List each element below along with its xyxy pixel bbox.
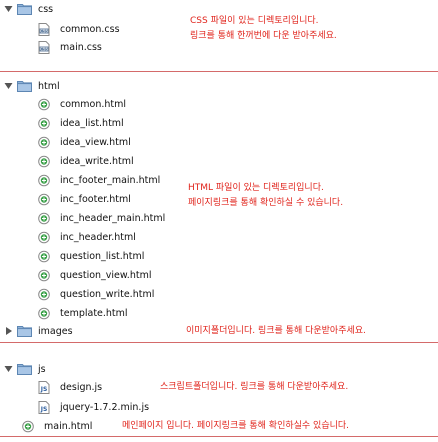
file-name: jquery-1.7.2.min.js (60, 401, 150, 413)
file-row[interactable]: question_list.html (38, 247, 144, 265)
file-name: question_list.html (60, 250, 145, 262)
folder-label: images (38, 325, 73, 337)
css-file-icon (38, 41, 50, 54)
file-name: design.js (60, 381, 103, 393)
disclosure-expanded-icon[interactable] (4, 81, 13, 91)
file-row[interactable]: main.css (38, 38, 102, 56)
file-name: question_write.html (60, 288, 155, 300)
html-file-icon (38, 155, 50, 168)
file-name: inc_footer.html (60, 193, 131, 205)
folder-label: css (38, 3, 54, 15)
images-note: 이미지폴더입니다. 링크를 통해 다운받아주세요. (186, 326, 366, 336)
html-file-icon (38, 174, 50, 187)
section-divider (0, 342, 438, 343)
folder-html[interactable]: html (4, 77, 60, 95)
folder-icon (17, 80, 32, 92)
html-file-icon (38, 250, 50, 263)
html-file-icon (38, 288, 50, 301)
html-note: HTML 파일이 있는 디렉토리입니다. 페이지링크를 통해 확인하실 수 있습… (188, 181, 343, 211)
section-divider (0, 71, 438, 72)
file-row[interactable]: inc_footer.html (38, 190, 131, 208)
file-row[interactable]: common.css (38, 20, 120, 38)
note-line: CSS 파일이 있는 디렉토리입니다. (190, 16, 319, 26)
file-row[interactable]: template.html (38, 304, 128, 322)
folder-label: html (38, 80, 60, 92)
file-row-main[interactable]: main.html (22, 417, 92, 435)
note-line: HTML 파일이 있는 디렉토리입니다. (188, 183, 324, 193)
disclosure-expanded-icon[interactable] (4, 4, 13, 14)
file-name: idea_write.html (60, 155, 134, 167)
folder-js[interactable]: js (4, 360, 46, 378)
folder-images[interactable]: images (4, 322, 73, 340)
folder-icon (17, 325, 32, 337)
disclosure-expanded-icon[interactable] (4, 364, 13, 374)
html-file-icon (22, 420, 34, 433)
file-name: idea_view.html (60, 136, 131, 148)
note-line: 링크를 통해 한꺼번에 다운 받아주세요. (190, 31, 337, 41)
folder-icon (17, 3, 32, 15)
html-file-icon (38, 269, 50, 282)
note-line: 페이지링크를 통해 확인하실 수 있습니다. (188, 198, 344, 208)
file-name: inc_footer_main.html (60, 174, 161, 186)
folder-icon (17, 363, 32, 375)
file-name: main.html (44, 420, 93, 432)
folder-css[interactable]: css (4, 0, 53, 18)
disclosure-collapsed-icon[interactable] (4, 326, 13, 336)
file-row[interactable]: inc_footer_main.html (38, 171, 160, 189)
file-name: question_view.html (60, 269, 152, 281)
file-row[interactable]: inc_header.html (38, 228, 136, 246)
file-name: common.css (60, 23, 120, 35)
css-note: CSS 파일이 있는 디렉토리입니다. 링크를 통해 한꺼번에 다운 받아주세요… (190, 14, 337, 44)
file-row[interactable]: common.html (38, 95, 126, 113)
file-name: template.html (60, 307, 128, 319)
main-note: 메인페이지 입니다. 페이지링크를 통해 확인하실수 있습니다. (122, 421, 350, 431)
js-file-icon (38, 381, 50, 394)
file-name: idea_list.html (60, 117, 124, 129)
folder-label: js (38, 363, 46, 375)
file-name: inc_header_main.html (60, 212, 166, 224)
file-row[interactable]: idea_write.html (38, 152, 134, 170)
html-file-icon (38, 307, 50, 320)
html-file-icon (38, 98, 50, 111)
html-file-icon (38, 117, 50, 130)
file-row[interactable]: idea_list.html (38, 114, 124, 132)
file-name: common.html (60, 98, 127, 110)
file-row[interactable]: design.js (38, 378, 102, 396)
file-row[interactable]: question_write.html (38, 285, 154, 303)
html-file-icon (38, 193, 50, 206)
file-row[interactable]: idea_view.html (38, 133, 131, 151)
js-note: 스크립트폴더입니다. 링크를 통해 다운받아주세요. (160, 382, 349, 392)
file-name: main.css (60, 41, 102, 53)
html-file-icon (38, 212, 50, 225)
file-row[interactable]: inc_header_main.html (38, 209, 165, 227)
file-row[interactable]: question_view.html (38, 266, 151, 284)
css-file-icon (38, 23, 50, 36)
html-file-icon (38, 136, 50, 149)
file-row[interactable]: jquery-1.7.2.min.js (38, 398, 149, 416)
js-file-icon (38, 401, 50, 414)
html-file-icon (38, 231, 50, 244)
file-name: inc_header.html (60, 231, 136, 243)
section-divider (0, 436, 438, 437)
